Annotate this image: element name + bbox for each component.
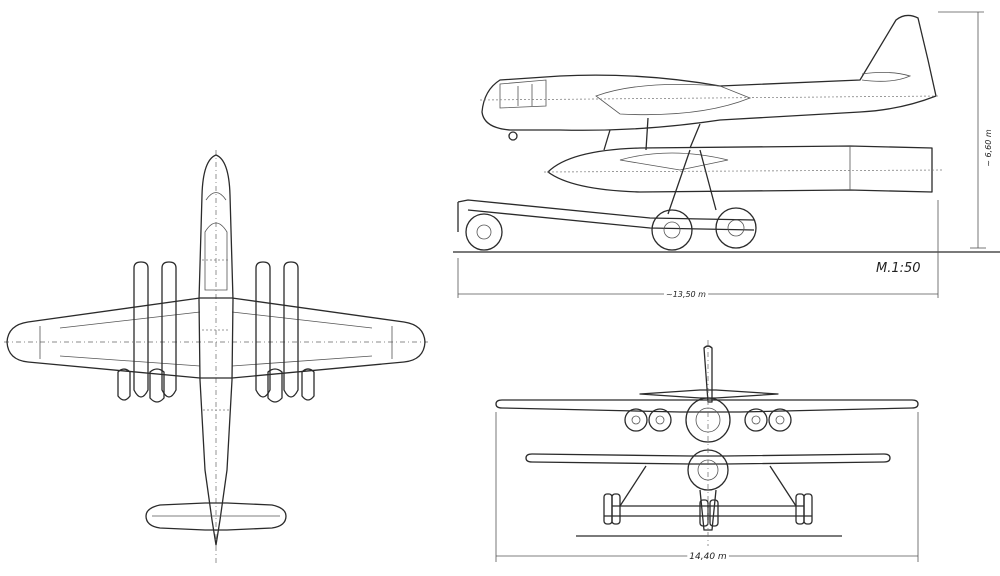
front-engine-2 bbox=[648, 408, 672, 432]
plan-engine-left-inner bbox=[161, 261, 177, 398]
front-upper-fuselage bbox=[685, 397, 731, 443]
length-dimension-label: ~13,50 m bbox=[666, 290, 706, 299]
span-dimension-label: 14,40 m bbox=[689, 552, 727, 562]
plan-tailplane bbox=[145, 502, 287, 531]
plan-view bbox=[4, 150, 428, 566]
side-wheel-front bbox=[465, 213, 503, 251]
side-lower-body bbox=[547, 145, 933, 193]
front-lower-wing bbox=[525, 453, 891, 465]
front-upper-wing bbox=[495, 399, 919, 413]
front-engine-4 bbox=[768, 408, 792, 432]
front-engine-1 bbox=[624, 408, 648, 432]
side-launch-trolley bbox=[457, 199, 755, 232]
side-view: ~ 6,60 m ~13,50 m M.1:50 bbox=[453, 11, 1000, 300]
side-wheel-rear-left bbox=[651, 209, 693, 251]
front-fin bbox=[703, 345, 713, 403]
plan-fuselage bbox=[198, 154, 234, 546]
plan-engine-right-outer bbox=[283, 261, 299, 398]
side-upper-fuselage bbox=[481, 14, 937, 131]
scale-label: M.1:50 bbox=[876, 261, 921, 276]
plan-engine-right-inner bbox=[255, 261, 271, 398]
height-dimension-label: ~ 6,60 m bbox=[984, 129, 993, 167]
front-view: 14,40 m bbox=[495, 340, 919, 563]
front-engine-3 bbox=[744, 408, 768, 432]
plan-engine-left-outer bbox=[133, 261, 149, 398]
side-wheel-rear-right bbox=[715, 207, 757, 249]
